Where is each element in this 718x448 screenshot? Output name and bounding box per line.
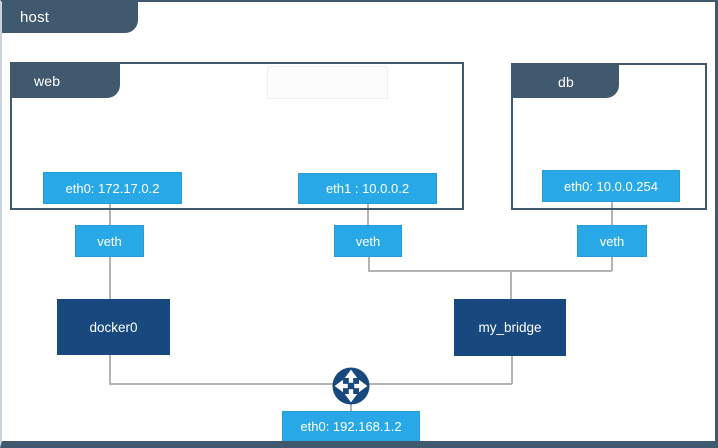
web-container — [10, 62, 464, 210]
connector-line — [109, 355, 111, 384]
web-tab: web — [12, 64, 120, 98]
web-eth0-node: eth0: 172.17.0.2 — [43, 172, 182, 204]
my-bridge-node: my_bridge — [454, 299, 566, 356]
connector-line — [350, 404, 352, 411]
placeholder-box — [267, 66, 388, 99]
connector-line — [611, 202, 613, 225]
db-label: db — [558, 73, 574, 90]
web-label: web — [34, 73, 61, 89]
connector-line — [369, 383, 512, 385]
connector-line — [510, 270, 512, 299]
connector-line — [109, 383, 333, 385]
connector-line — [511, 356, 513, 384]
web-eth1-node: eth1 : 10.0.0.2 — [298, 173, 437, 204]
db-container — [511, 63, 707, 210]
connector-line — [109, 204, 111, 225]
connector-line — [109, 257, 111, 299]
connector-line — [611, 257, 613, 271]
db-eth0-node: eth0: 10.0.0.254 — [542, 170, 680, 202]
docker0-bridge-node: docker0 — [57, 299, 170, 355]
router-icon — [332, 367, 370, 405]
veth-left-node: veth — [75, 225, 144, 257]
connector-line — [368, 257, 370, 271]
router-crossed-arrows-icon — [332, 367, 370, 405]
host-label: host — [20, 9, 50, 26]
connector-line — [367, 204, 369, 225]
veth-middle-node: veth — [334, 225, 402, 257]
host-eth0-node: eth0: 192.168.1.2 — [282, 411, 420, 441]
host-tab: host — [2, 2, 138, 33]
veth-right-node: veth — [577, 225, 647, 257]
connector-line — [368, 270, 612, 272]
db-tab: db — [513, 65, 619, 98]
